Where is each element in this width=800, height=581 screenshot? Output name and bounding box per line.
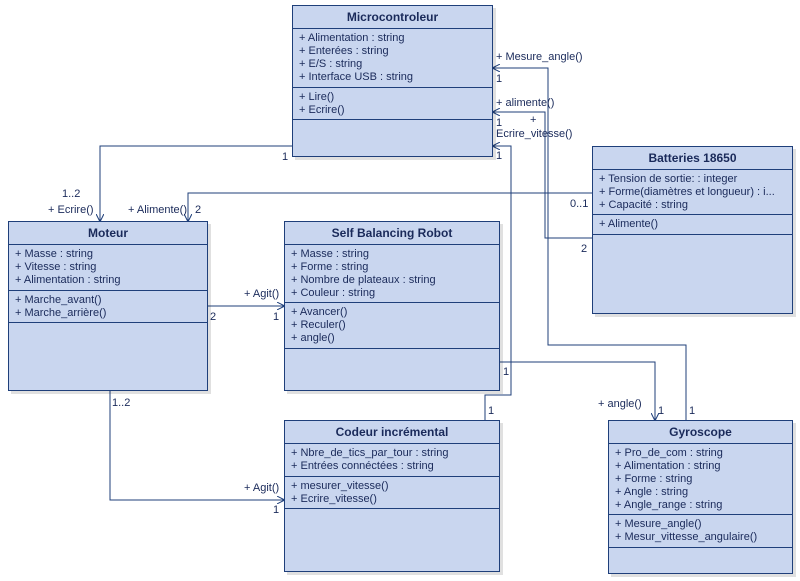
attributes-section: + Masse : string + Vitesse : string + Al… [9,245,207,291]
label-multiplicity: 1 [496,117,503,129]
assoc-robot-gyro [500,361,655,420]
attribute: + Enterées : string [299,45,389,57]
label-agit-codeur: + Agit() [244,482,280,494]
attribute: + Pro_de_com : string [615,447,723,459]
attribute: + Capacité : string [599,199,688,211]
operations-section: + mesurer_vitesse() + Ecrire_vitesse() [285,477,499,509]
attribute: + Alimentation : string [15,274,121,286]
operation: + Marche_arrière() [15,307,107,319]
label-angle-gyro: + angle() [598,398,642,410]
assoc-batteries-micro [493,112,592,239]
label-multiplicity: 1 [273,311,280,323]
label-multiplicity: 1 [273,504,280,516]
label-multiplicity: 1 [496,150,503,162]
attribute: + Angle : string [615,486,689,498]
class-moteur[interactable]: Moteur + Masse : string + Vitesse : stri… [8,221,208,391]
attribute: + Forme : string [291,261,369,273]
extra-section [285,349,499,391]
class-title: Codeur incrémental [285,421,499,444]
assoc-moteur-codeur [109,390,284,500]
class-title: Batteries 18650 [593,147,792,170]
attribute: + Nbre_de_tics_par_tour : string [291,447,449,459]
label-multiplicity: 2 [581,243,588,255]
extra-section [293,120,492,156]
label-agit-robot: + Agit() [244,288,280,300]
attributes-section: + Nbre_de_tics_par_tour : string + Entré… [285,444,499,477]
label-ecrire-moteur: + Ecrire() [48,204,94,216]
label-multiplicity: 1..2 [62,188,81,200]
class-self-balancing-robot[interactable]: Self Balancing Robot + Masse : string + … [284,221,500,391]
operation: + Marche_avant() [15,294,102,306]
class-title: Gyroscope [609,421,792,444]
class-batteries[interactable]: Batteries 18650 + Tension de sortie: : i… [592,146,793,314]
attribute: + E/S : string [299,58,363,70]
attribute: + Forme : string [615,473,693,485]
class-microcontroleur[interactable]: Microcontroleur + Alimentation : string … [292,5,493,157]
operations-section: + Mesure_angle() + Mesur_vittesse_angula… [609,515,792,548]
attribute: + Forme(diamètres et longueur) : i... [599,186,775,198]
label-multiplicity: 1 [503,366,510,378]
label-ecrire-vitesse: Ecrire_vitesse() [496,128,573,140]
class-title: Moteur [9,222,207,245]
operation: + Avancer() [291,306,348,318]
assoc-codeur-micro [484,146,512,420]
operation: + Mesure_angle() [615,518,702,530]
label-multiplicity: 1 [496,73,503,85]
label-multiplicity: 1 [488,405,495,417]
operation: + Ecrire_vitesse() [291,493,377,505]
label-multiplicity: 0..1 [570,198,589,210]
operations-section: + Marche_avant() + Marche_arrière() [9,291,207,323]
operations-section: + Lire() + Ecrire() [293,88,492,120]
attribute: + Masse : string [291,248,369,260]
attribute: + Nombre de plateaux : string [291,274,436,286]
label-multiplicity: 2 [195,204,202,216]
label-mesure-angle: + Mesure_angle() [496,51,583,63]
attribute: + Interface USB : string [299,71,414,83]
attribute: + Couleur : string [291,287,376,299]
label-alimente-micro: + alimente() [496,97,555,109]
operation: + Ecrire() [299,104,345,116]
operation: + angle() [291,332,335,344]
operation: + Reculer() [291,319,346,331]
attributes-section: + Masse : string + Forme : string + Nomb… [285,245,499,303]
label-plus: + [530,114,537,126]
attribute: + Entrées connéctées : string [291,460,434,472]
operation: + Mesur_vittesse_angulaire() [615,531,758,543]
attribute: + Masse : string [15,248,93,260]
attributes-section: + Alimentation : string + Enterées : str… [293,29,492,88]
extra-section [609,548,792,574]
operations-section: + Avancer() + Reculer() + angle() [285,303,499,349]
attribute: + Alimentation : string [299,32,405,44]
label-multiplicity: 1 [282,151,289,163]
operation: + mesurer_vitesse() [291,480,389,492]
label-multiplicity: 1..2 [112,397,131,409]
label-multiplicity: 1 [689,405,696,417]
label-multiplicity: 2 [210,311,217,323]
operations-section: + Alimente() [593,215,792,235]
attribute: + Alimentation : string [615,460,721,472]
operation: + Lire() [299,91,335,103]
extra-section [9,323,207,391]
attribute: + Tension de sortie: : integer [599,173,738,185]
operation: + Alimente() [599,218,658,230]
attribute: + Angle_range : string [615,499,723,511]
class-codeur-incremental[interactable]: Codeur incrémental + Nbre_de_tics_par_to… [284,420,500,572]
extra-section [593,235,792,314]
class-title: Microcontroleur [293,6,492,29]
attributes-section: + Pro_de_com : string + Alimentation : s… [609,444,792,515]
extra-section [285,509,499,572]
attribute: + Vitesse : string [15,261,97,273]
label-alimente-moteur: + Alimente() [128,204,187,216]
class-title: Self Balancing Robot [285,222,499,245]
attributes-section: + Tension de sortie: : integer + Forme(d… [593,170,792,215]
class-gyroscope[interactable]: Gyroscope + Pro_de_com : string + Alimen… [608,420,793,574]
assoc-micro-moteur [100,145,292,221]
assoc-batteries-moteur [188,192,592,221]
assoc-gyro-micro [493,68,687,420]
label-multiplicity: 1 [658,405,665,417]
